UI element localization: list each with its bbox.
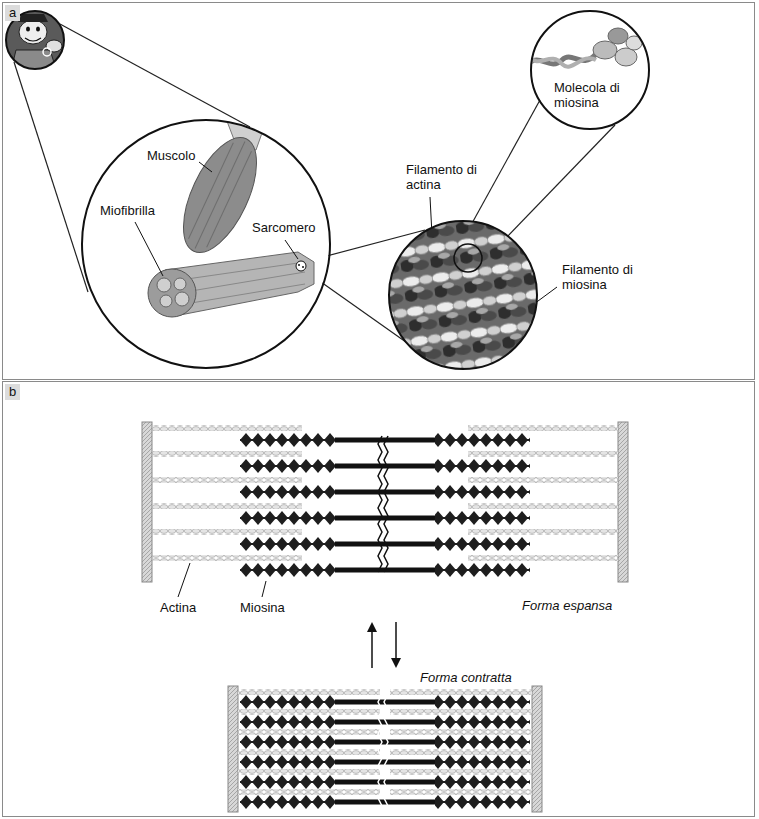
label-anchor: Miosina [238, 600, 287, 615]
part-label: Molecola di miosina [552, 80, 628, 110]
label-anchor: Molecola di miosina [552, 80, 628, 110]
filament-drawing [385, 218, 541, 374]
figure-panel: b [2, 381, 755, 817]
label-anchor: Filamento di miosina [560, 262, 638, 292]
panel-letter: b [5, 384, 20, 400]
part-label: Actina [158, 600, 198, 615]
part-label: Filamento di miosina [560, 262, 638, 292]
label-anchor: Miofibrilla [98, 203, 157, 218]
sarcomere-contracted [228, 686, 542, 812]
label-anchor: Sarcomero [250, 220, 318, 235]
muscle-drawing [82, 116, 330, 368]
part-label: Sarcomero [250, 220, 318, 235]
sarcomere-expanded [142, 422, 628, 582]
part-label: Muscolo [145, 148, 197, 163]
figure-panel: aMuscoloMiofibrillaSarcomero Molecola di … [2, 2, 755, 380]
myosin-molecule [528, 10, 650, 130]
zoom-circle: MuscoloMiofibrillaSarcomero [81, 119, 331, 369]
part-label: Miosina [238, 600, 287, 615]
part-label: Miofibrilla [98, 203, 157, 218]
label-anchor: Forma contratta [418, 670, 514, 685]
cartoon-figure [0, 5, 70, 75]
panel-letter: a [5, 5, 20, 21]
equilibrium-arrows [367, 622, 401, 668]
leader-lines [178, 563, 266, 597]
zoom-circle: Molecola di miosina [530, 10, 650, 130]
label-anchor: b [5, 384, 20, 400]
part-label: Filamento di actina [404, 162, 482, 192]
label-anchor: Actina [158, 600, 198, 615]
label-anchor: Forma espansa [520, 598, 614, 613]
label-anchor: a [5, 5, 20, 21]
label-anchor: Filamento di actina [404, 162, 482, 192]
part-label: Forma espansa [520, 598, 614, 613]
label-anchor: Muscolo [145, 148, 197, 163]
part-label: Forma contratta [418, 670, 514, 685]
